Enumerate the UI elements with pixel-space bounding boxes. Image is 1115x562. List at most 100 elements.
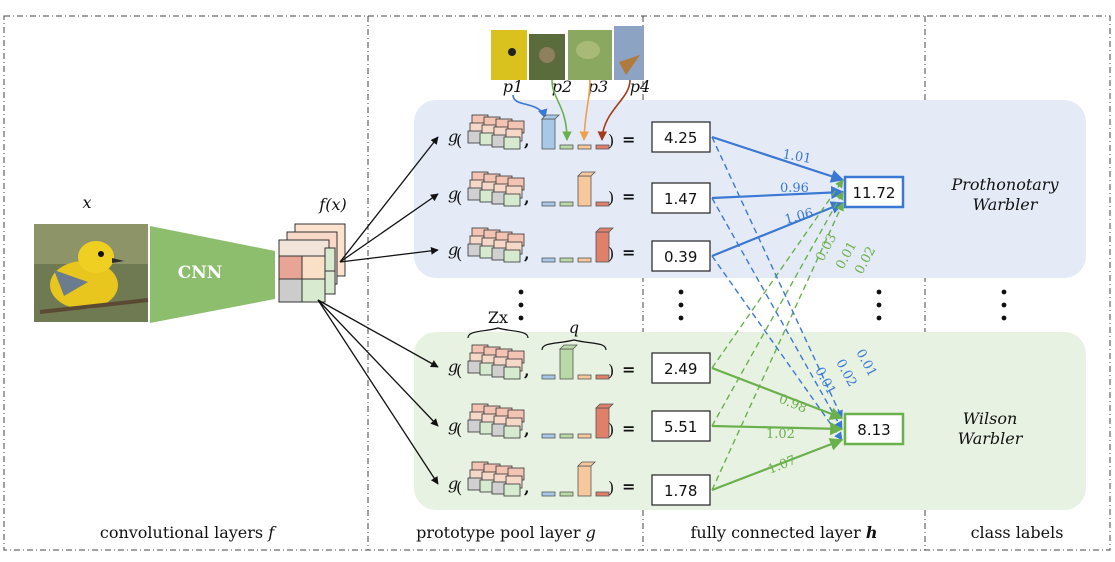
- equals-sign: =: [622, 477, 635, 496]
- ellipsis-dot: [1001, 302, 1007, 308]
- prototype-bar: [577, 175, 592, 207]
- cnn-block: [150, 226, 275, 323]
- fan-arrow: [339, 246, 439, 263]
- prototype-row: g(,)=: [448, 403, 635, 439]
- similarity-value: 1.47: [664, 190, 697, 208]
- prototype-image-4: [614, 26, 644, 80]
- comma: ,: [524, 244, 530, 263]
- fan-arrow: [317, 299, 439, 368]
- g-symbol: g: [448, 184, 458, 203]
- prototype-bar: [595, 374, 610, 380]
- prototype-bar: [577, 433, 592, 439]
- prototype-pool-rows: g(,)=g(,)=g(,)=g(,)=g(,)=g(,)=: [448, 114, 635, 497]
- class-score-1: 11.72: [853, 184, 896, 202]
- open-paren: (: [456, 131, 462, 150]
- class-name-2-line1: Wilson: [963, 409, 1018, 428]
- prototype-row: g(,) =: [448, 227, 635, 263]
- g-symbol: g: [448, 416, 458, 435]
- q-label: q: [569, 318, 579, 337]
- fc-edge-dashed: [711, 202, 844, 491]
- prototype-label-1: p1: [503, 77, 523, 96]
- open-paren: (: [456, 188, 462, 207]
- q-brace: [541, 339, 607, 351]
- prototype-bar-top: [595, 227, 614, 233]
- open-paren: (: [456, 420, 462, 439]
- equals-sign: =: [622, 187, 635, 206]
- close-paren: ): [608, 188, 614, 207]
- fc-edge-dashed: [711, 179, 844, 369]
- prototype-bar: [541, 374, 556, 380]
- prototype-label-4: p4: [630, 77, 650, 96]
- close-paren: ): [608, 244, 614, 263]
- similarity-value: 2.49: [664, 360, 697, 378]
- ellipsis-dot: [518, 289, 524, 295]
- ellipsis-dot: [518, 302, 524, 308]
- patch-cell: [503, 425, 521, 439]
- edge-weight-label: 1.06: [783, 206, 815, 228]
- similarity-value-boxes: 4.251.470.392.495.511.78: [651, 121, 711, 506]
- fc-edge-solid: [711, 185, 845, 200]
- class-name-1-line1: Prothonotary: [950, 175, 1059, 194]
- prototype-label-2: p2: [552, 77, 572, 96]
- input-bird-image: [34, 224, 149, 322]
- prototype-bar-top: [577, 461, 596, 467]
- prototype-arrow-2: [551, 79, 572, 141]
- fan-arrow: [317, 299, 439, 427]
- patch-cell: [503, 136, 521, 150]
- section-label-cls: class labels: [971, 523, 1064, 542]
- ellipsis-dots: [518, 289, 1007, 321]
- similarity-value: 4.25: [664, 129, 697, 147]
- ellipsis-dot: [1001, 289, 1007, 295]
- prototype-arrow-4: [597, 79, 631, 141]
- similarity-box: [651, 474, 711, 506]
- equals-sign: =: [622, 130, 635, 149]
- similarity-value: 0.39: [664, 248, 697, 266]
- feature-label: f(x): [318, 195, 346, 214]
- prototype-bar: [541, 433, 556, 439]
- g-symbol: g: [448, 474, 458, 493]
- prototype-bar: [559, 491, 574, 497]
- equals-sign: =: [622, 243, 635, 262]
- prototype-bar: [541, 257, 556, 263]
- edge-weight-label: 1.02: [766, 427, 795, 442]
- open-paren: (: [456, 478, 462, 497]
- g-symbol: g: [448, 240, 458, 259]
- prototype-bar: [559, 433, 574, 439]
- open-paren: (: [456, 244, 462, 263]
- prototype-bar: [559, 201, 574, 207]
- equals-sign: =: [622, 360, 635, 379]
- prototype-bar: [541, 118, 556, 150]
- comma: ,: [524, 478, 530, 497]
- prototype-images: [491, 26, 644, 80]
- fc-edge-dashed: [711, 197, 843, 430]
- feature-map-cube: [278, 223, 346, 303]
- prototype-row: g(,)=: [448, 171, 635, 207]
- fc-edge-solid: [711, 135, 845, 183]
- ellipsis-dot: [876, 302, 882, 308]
- close-paren: ): [608, 420, 614, 439]
- patch-cell: [503, 366, 521, 380]
- prototype-bar-top: [577, 171, 596, 177]
- prototype-image-1: [491, 30, 527, 80]
- g-symbol: g: [448, 357, 458, 376]
- prototype-bar: [577, 465, 592, 497]
- ellipsis-dot: [678, 315, 684, 321]
- fc-edge-solid: [711, 422, 844, 436]
- prototype-bar: [577, 144, 592, 150]
- class-score-box-2: [843, 412, 905, 446]
- fc-edge-solid: [711, 366, 844, 420]
- class-region-blue: [414, 100, 1086, 278]
- similarity-box: [651, 352, 711, 384]
- patch-cell: [503, 249, 521, 263]
- prototype-row: g(,)=: [448, 461, 635, 497]
- prototype-row: g(,)=: [448, 114, 635, 150]
- fan-arrow: [339, 193, 439, 263]
- class-name-2-line2: Warbler: [958, 429, 1024, 448]
- prototype-bar: [595, 491, 610, 497]
- similarity-box: [651, 240, 711, 272]
- similarity-box: [651, 182, 711, 214]
- ellipsis-dot: [518, 315, 524, 321]
- prototype-bar: [577, 257, 592, 263]
- edge-weight-label: 0.96: [780, 181, 809, 196]
- prototype-arrow-3: [579, 79, 591, 141]
